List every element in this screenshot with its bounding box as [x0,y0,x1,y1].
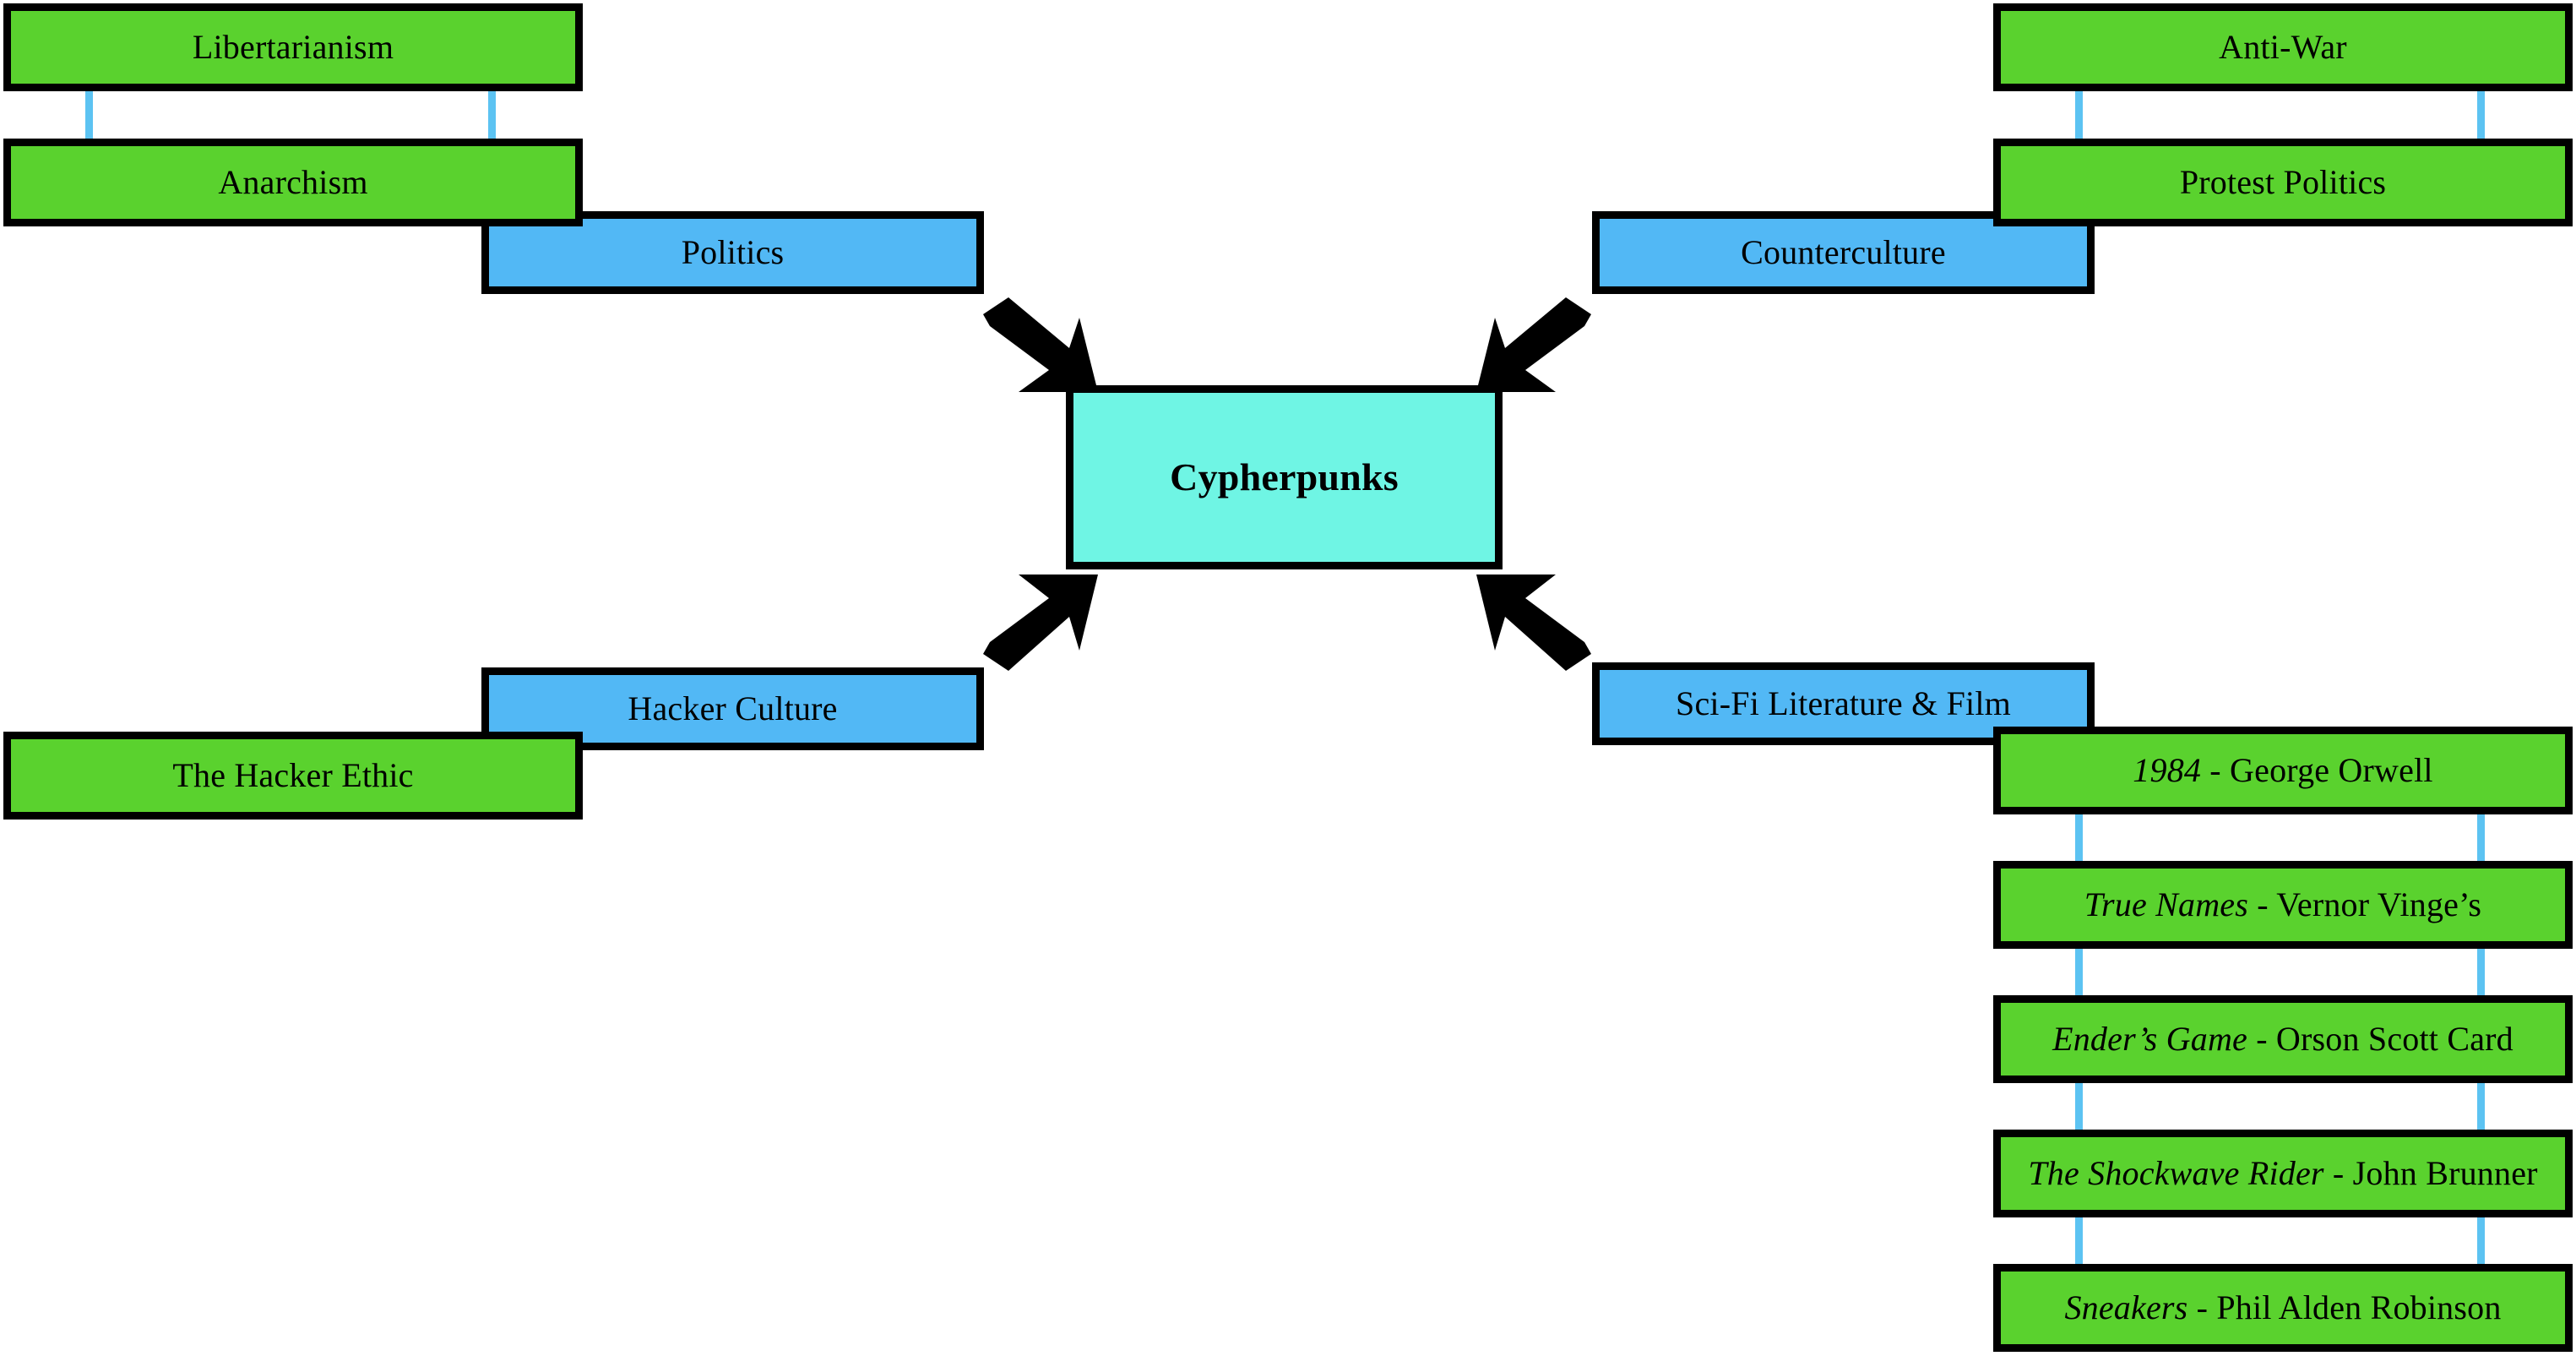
book-author: Vernor Vinge’s [2276,885,2482,923]
node-book-true-names-label: True Names - Vernor Vinge’s [2084,886,2481,923]
connector-book-1-2-right [2477,814,2485,877]
node-the-hacker-ethic-label: The Hacker Ethic [172,756,414,794]
arrow-counterculture-to-center [1470,297,1605,399]
node-book-enders-game[interactable]: Ender’s Game - Orson Scott Card [1993,995,2573,1083]
node-book-shockwave-rider[interactable]: The Shockwave Rider - John Brunner [1993,1130,2573,1217]
connector-book-4-5-right [2477,1217,2485,1280]
book-separator: - [2187,1288,2217,1326]
node-book-sneakers-label: Sneakers - Phil Alden Robinson [2064,1289,2501,1326]
connector-libertarianism-anarchism-right [488,89,496,152]
connector-book-4-5-left [2075,1217,2083,1280]
node-protest-politics[interactable]: Protest Politics [1993,139,2573,226]
book-title: Sneakers [2064,1288,2188,1326]
node-book-1984-label: 1984 - George Orwell [2133,752,2432,789]
node-politics-label: Politics [681,233,785,271]
book-author: Orson Scott Card [2275,1020,2514,1058]
book-separator: - [2201,751,2231,789]
node-book-sneakers[interactable]: Sneakers - Phil Alden Robinson [1993,1264,2573,1352]
node-book-1984[interactable]: 1984 - George Orwell [1993,727,2573,814]
book-title: Ender’s Game [2052,1020,2247,1058]
arrow-hacker-to-center [970,563,1105,671]
node-counterculture-label: Counterculture [1741,233,1946,271]
book-title: True Names [2084,885,2249,923]
connector-book-2-3-right [2477,948,2485,1011]
node-scifi-literature-film-label: Sci-Fi Literature & Film [1676,684,2011,722]
node-book-shockwave-rider-label: The Shockwave Rider - John Brunner [2028,1155,2537,1192]
node-anti-war-label: Anti-War [2219,28,2347,66]
node-cypherpunks[interactable]: Cypherpunks [1066,385,1503,569]
arrow-scifi-to-center [1470,563,1605,671]
node-libertarianism-label: Libertarianism [192,28,394,66]
node-anarchism-label: Anarchism [218,163,368,201]
book-title: The Shockwave Rider [2028,1154,2324,1192]
book-separator: - [2247,1020,2276,1058]
node-protest-politics-label: Protest Politics [2179,163,2387,201]
connector-antiwar-protest-left [2075,89,2083,152]
node-anarchism[interactable]: Anarchism [3,139,583,226]
connector-antiwar-protest-right [2477,89,2485,152]
book-author: George Orwell [2230,751,2433,789]
connector-book-3-4-left [2075,1082,2083,1146]
node-libertarianism[interactable]: Libertarianism [3,3,583,91]
connector-libertarianism-anarchism-left [85,89,93,152]
node-book-true-names[interactable]: True Names - Vernor Vinge’s [1993,861,2573,949]
book-title: 1984 [2133,751,2202,789]
connector-book-3-4-right [2477,1082,2485,1146]
connector-book-2-3-left [2075,948,2083,1011]
node-anti-war[interactable]: Anti-War [1993,3,2573,91]
node-hacker-culture-label: Hacker Culture [628,689,838,727]
book-separator: - [2323,1154,2353,1192]
node-cypherpunks-label: Cypherpunks [1170,455,1399,498]
book-author: John Brunner [2352,1154,2538,1192]
node-the-hacker-ethic[interactable]: The Hacker Ethic [3,732,583,820]
connector-book-1-2-left [2075,814,2083,877]
node-book-enders-game-label: Ender’s Game - Orson Scott Card [2052,1021,2514,1058]
arrow-politics-to-center [970,297,1105,399]
book-separator: - [2248,885,2277,923]
book-author: Phil Alden Robinson [2216,1288,2502,1326]
